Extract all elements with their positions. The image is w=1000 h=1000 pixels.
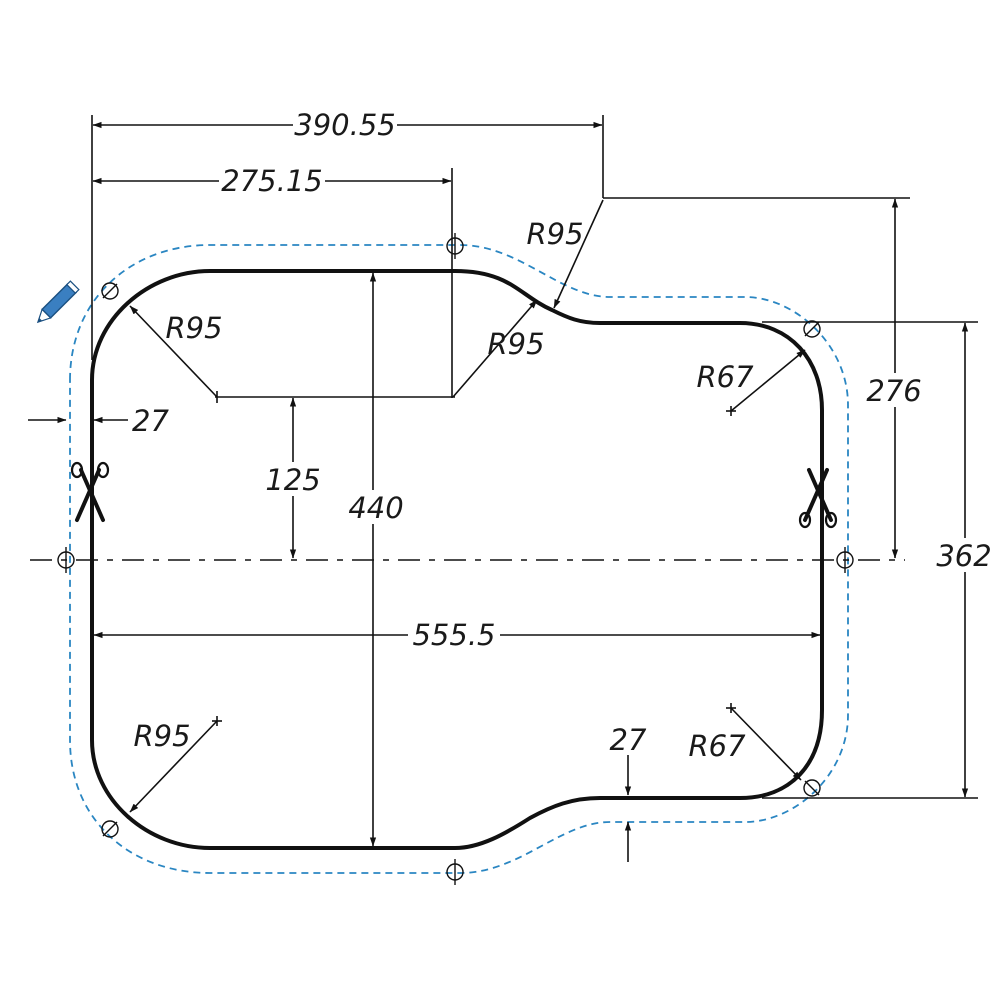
- radius-leader-bottom-left: [129, 720, 218, 813]
- radius-leader-bottom-right: [730, 707, 802, 781]
- mounting-hole-icon: [803, 779, 821, 797]
- label-margin-bottom: 27: [610, 723, 647, 757]
- label-radius-bottom-left: R95: [133, 719, 190, 753]
- label-height-right-total: 362: [936, 539, 991, 573]
- pencil-icon: [36, 280, 80, 324]
- label-width-basin: 275.15: [221, 164, 322, 198]
- mounting-hole-icon: [803, 320, 821, 338]
- cut-line: [69, 244, 849, 874]
- mounting-hole-icon: [836, 547, 854, 573]
- label-length-total: 555.5: [412, 618, 495, 652]
- scissors-icon: [70, 461, 110, 522]
- label-width-total: 390.55: [294, 108, 395, 142]
- label-height-right-upper: 276: [866, 374, 921, 408]
- label-height-center: 125: [265, 463, 320, 497]
- label-radius-inner-neck: R95: [526, 217, 583, 251]
- label-radius-top-right: R67: [696, 360, 754, 394]
- center-mark-top-right: [726, 406, 736, 416]
- radius-leader-top-right: [730, 349, 806, 412]
- label-radius-top-neck: R95: [487, 327, 544, 361]
- center-mark-bottom-left: [212, 716, 222, 726]
- label-height-basin: 440: [348, 491, 403, 525]
- radius-leader-top-neck: [452, 299, 538, 398]
- scissors-icon: [798, 468, 838, 529]
- mounting-hole-icon: [446, 233, 464, 259]
- mounting-hole-icon: [101, 820, 119, 838]
- center-mark-bottom-right: [726, 703, 736, 713]
- label-margin-left: 27: [132, 404, 169, 438]
- mounting-hole-icon: [57, 547, 75, 573]
- label-radius-bottom-right: R67: [688, 729, 746, 763]
- radius-leader-top-left: [129, 305, 218, 398]
- mounting-hole-icon: [101, 282, 119, 300]
- label-radius-top-left: R95: [165, 311, 222, 345]
- radius-leader-inner-neck: [553, 199, 604, 309]
- mounting-hole-icon: [446, 859, 464, 885]
